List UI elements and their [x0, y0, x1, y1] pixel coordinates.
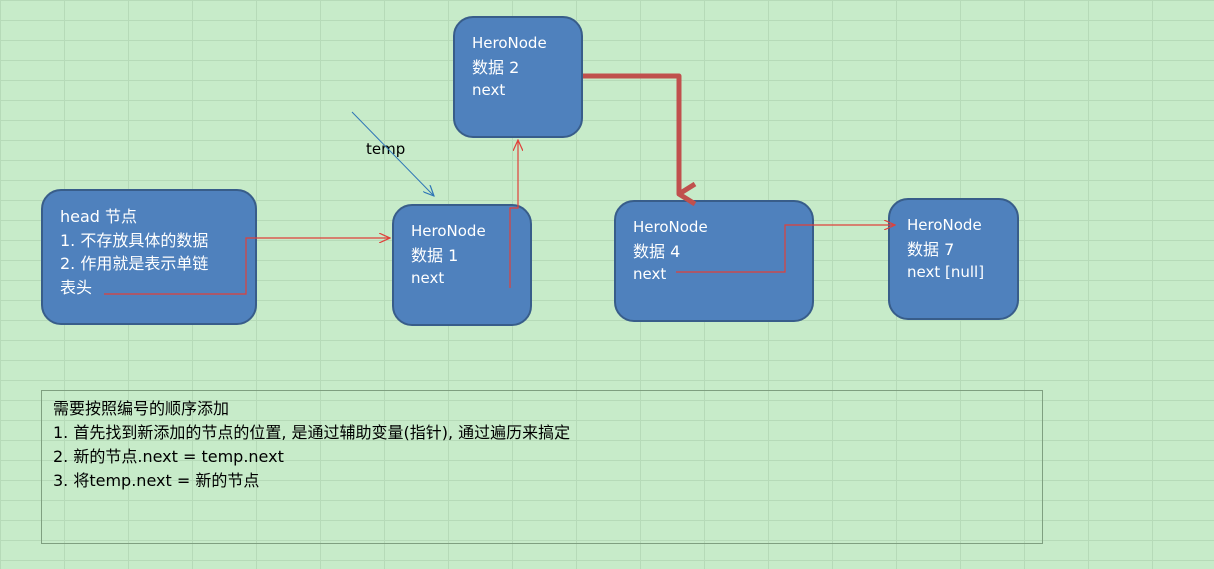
node-title: HeroNode	[411, 222, 486, 240]
link-node2-to-node4-arrow	[583, 73, 679, 194]
node-next: next	[633, 265, 667, 283]
note-step-1: 1. 首先找到新添加的节点的位置, 是通过辅助变量(指针), 通过遍历来搞定	[53, 423, 571, 442]
node-next: next	[472, 81, 506, 99]
hero-node-2: HeroNode 数据 2 next	[453, 16, 583, 138]
node-data: 数据 4	[633, 241, 681, 261]
head-node-title: head 节点	[60, 207, 138, 226]
note-step-2: 2. 新的节点.next = temp.next	[53, 447, 284, 466]
note-step-3: 3. 将temp.next = 新的节点	[53, 471, 260, 490]
head-node-line-2: 2. 作用就是表示单链	[60, 254, 209, 273]
node-data: 数据 1	[411, 245, 459, 265]
head-node: head 节点 1. 不存放具体的数据 2. 作用就是表示单链 表头	[41, 189, 257, 325]
head-node-line-1: 1. 不存放具体的数据	[60, 230, 209, 250]
head-node-line-3: 表头	[60, 277, 93, 297]
hero-node-4: HeroNode 数据 4 next	[614, 200, 814, 322]
node-next: next [null]	[907, 263, 985, 281]
hero-node-7: HeroNode 数据 7 next [null]	[888, 198, 1019, 320]
node-next: next	[411, 269, 445, 287]
node-title: HeroNode	[472, 34, 547, 52]
hero-node-1: HeroNode 数据 1 next	[392, 204, 532, 326]
node-title: HeroNode	[907, 216, 982, 234]
node-data: 数据 7	[907, 239, 955, 259]
note-title: 需要按照编号的顺序添加	[53, 399, 230, 418]
temp-pointer-label: temp	[366, 140, 406, 158]
node-data: 数据 2	[472, 57, 520, 77]
note-box: 需要按照编号的顺序添加 1. 首先找到新添加的节点的位置, 是通过辅助变量(指针…	[41, 390, 1043, 544]
node-title: HeroNode	[633, 218, 708, 236]
